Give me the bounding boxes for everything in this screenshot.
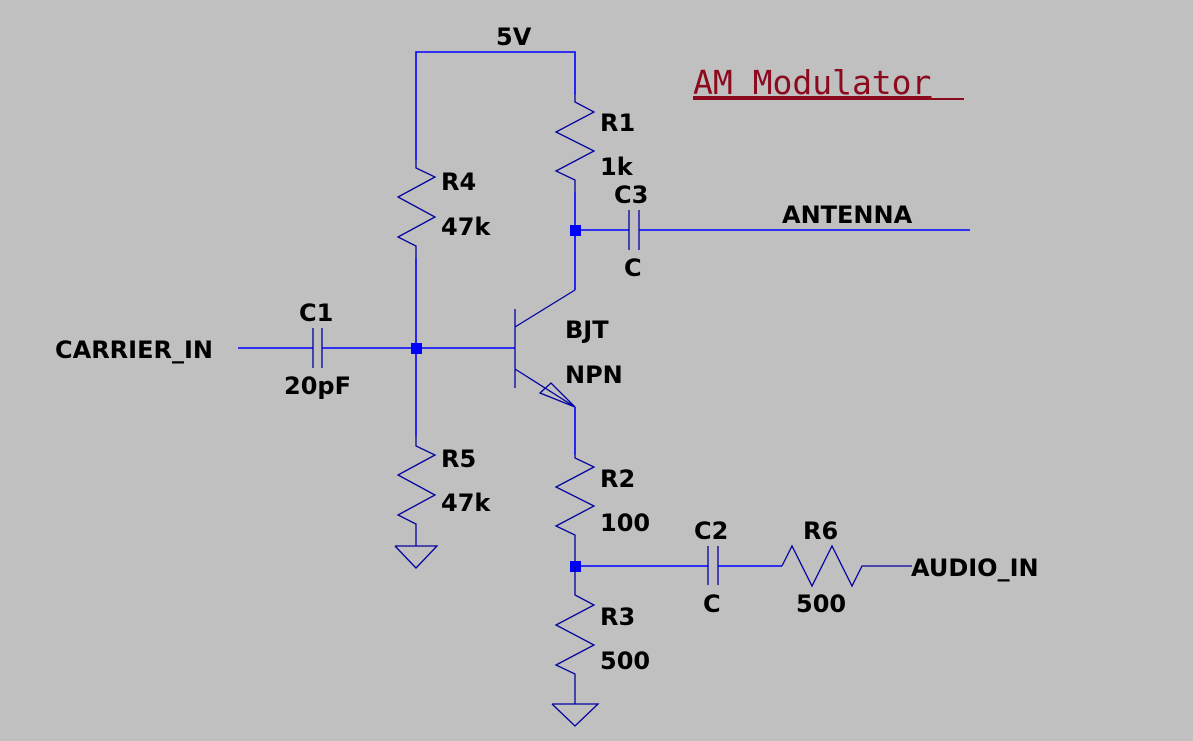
c3-name: C3 xyxy=(614,181,648,209)
r1-value: 1k xyxy=(600,153,634,181)
resistor-r2[interactable] xyxy=(554,455,596,566)
bjt-emitter-arrow-icon xyxy=(538,382,576,408)
resistor-r3[interactable] xyxy=(554,566,596,704)
r5-value: 47k xyxy=(441,489,491,517)
r5-name: R5 xyxy=(441,445,476,473)
q1-value: NPN xyxy=(565,361,623,389)
r6-value: 500 xyxy=(796,590,846,618)
net-label-carrier-in: CARRIER_IN xyxy=(55,336,213,364)
r3-value: 500 xyxy=(600,647,650,675)
schematic-title: AM Modulator xyxy=(693,63,931,102)
q1-name: BJT xyxy=(565,316,609,344)
supply-label: 5V xyxy=(496,23,532,51)
resistor-r4[interactable] xyxy=(396,160,437,258)
vcc-rail-wire[interactable] xyxy=(415,51,576,160)
r3-name: R3 xyxy=(600,603,635,631)
r2-name: R2 xyxy=(600,465,635,493)
net-label-antenna: ANTENNA xyxy=(782,201,913,229)
c2-value: C xyxy=(703,590,721,618)
r4-value: 47k xyxy=(441,213,491,241)
resistor-r6[interactable] xyxy=(781,544,912,588)
c1-name: C1 xyxy=(299,299,333,327)
c1-value: 20pF xyxy=(284,372,351,400)
c2-name: C2 xyxy=(694,517,728,545)
r1-name: R1 xyxy=(600,109,635,137)
resistor-r1[interactable] xyxy=(554,95,596,192)
r6-name: R6 xyxy=(803,517,838,545)
ground-icon xyxy=(551,703,600,727)
junction-dot xyxy=(411,343,422,354)
r4-name: R4 xyxy=(441,168,476,196)
bjt-collector xyxy=(514,289,576,328)
ground-icon xyxy=(394,545,439,569)
c3-value: C xyxy=(624,254,642,282)
net-label-audio-in: AUDIO_IN xyxy=(911,554,1039,582)
r2-value: 100 xyxy=(600,509,650,537)
resistor-r5[interactable] xyxy=(396,436,437,546)
